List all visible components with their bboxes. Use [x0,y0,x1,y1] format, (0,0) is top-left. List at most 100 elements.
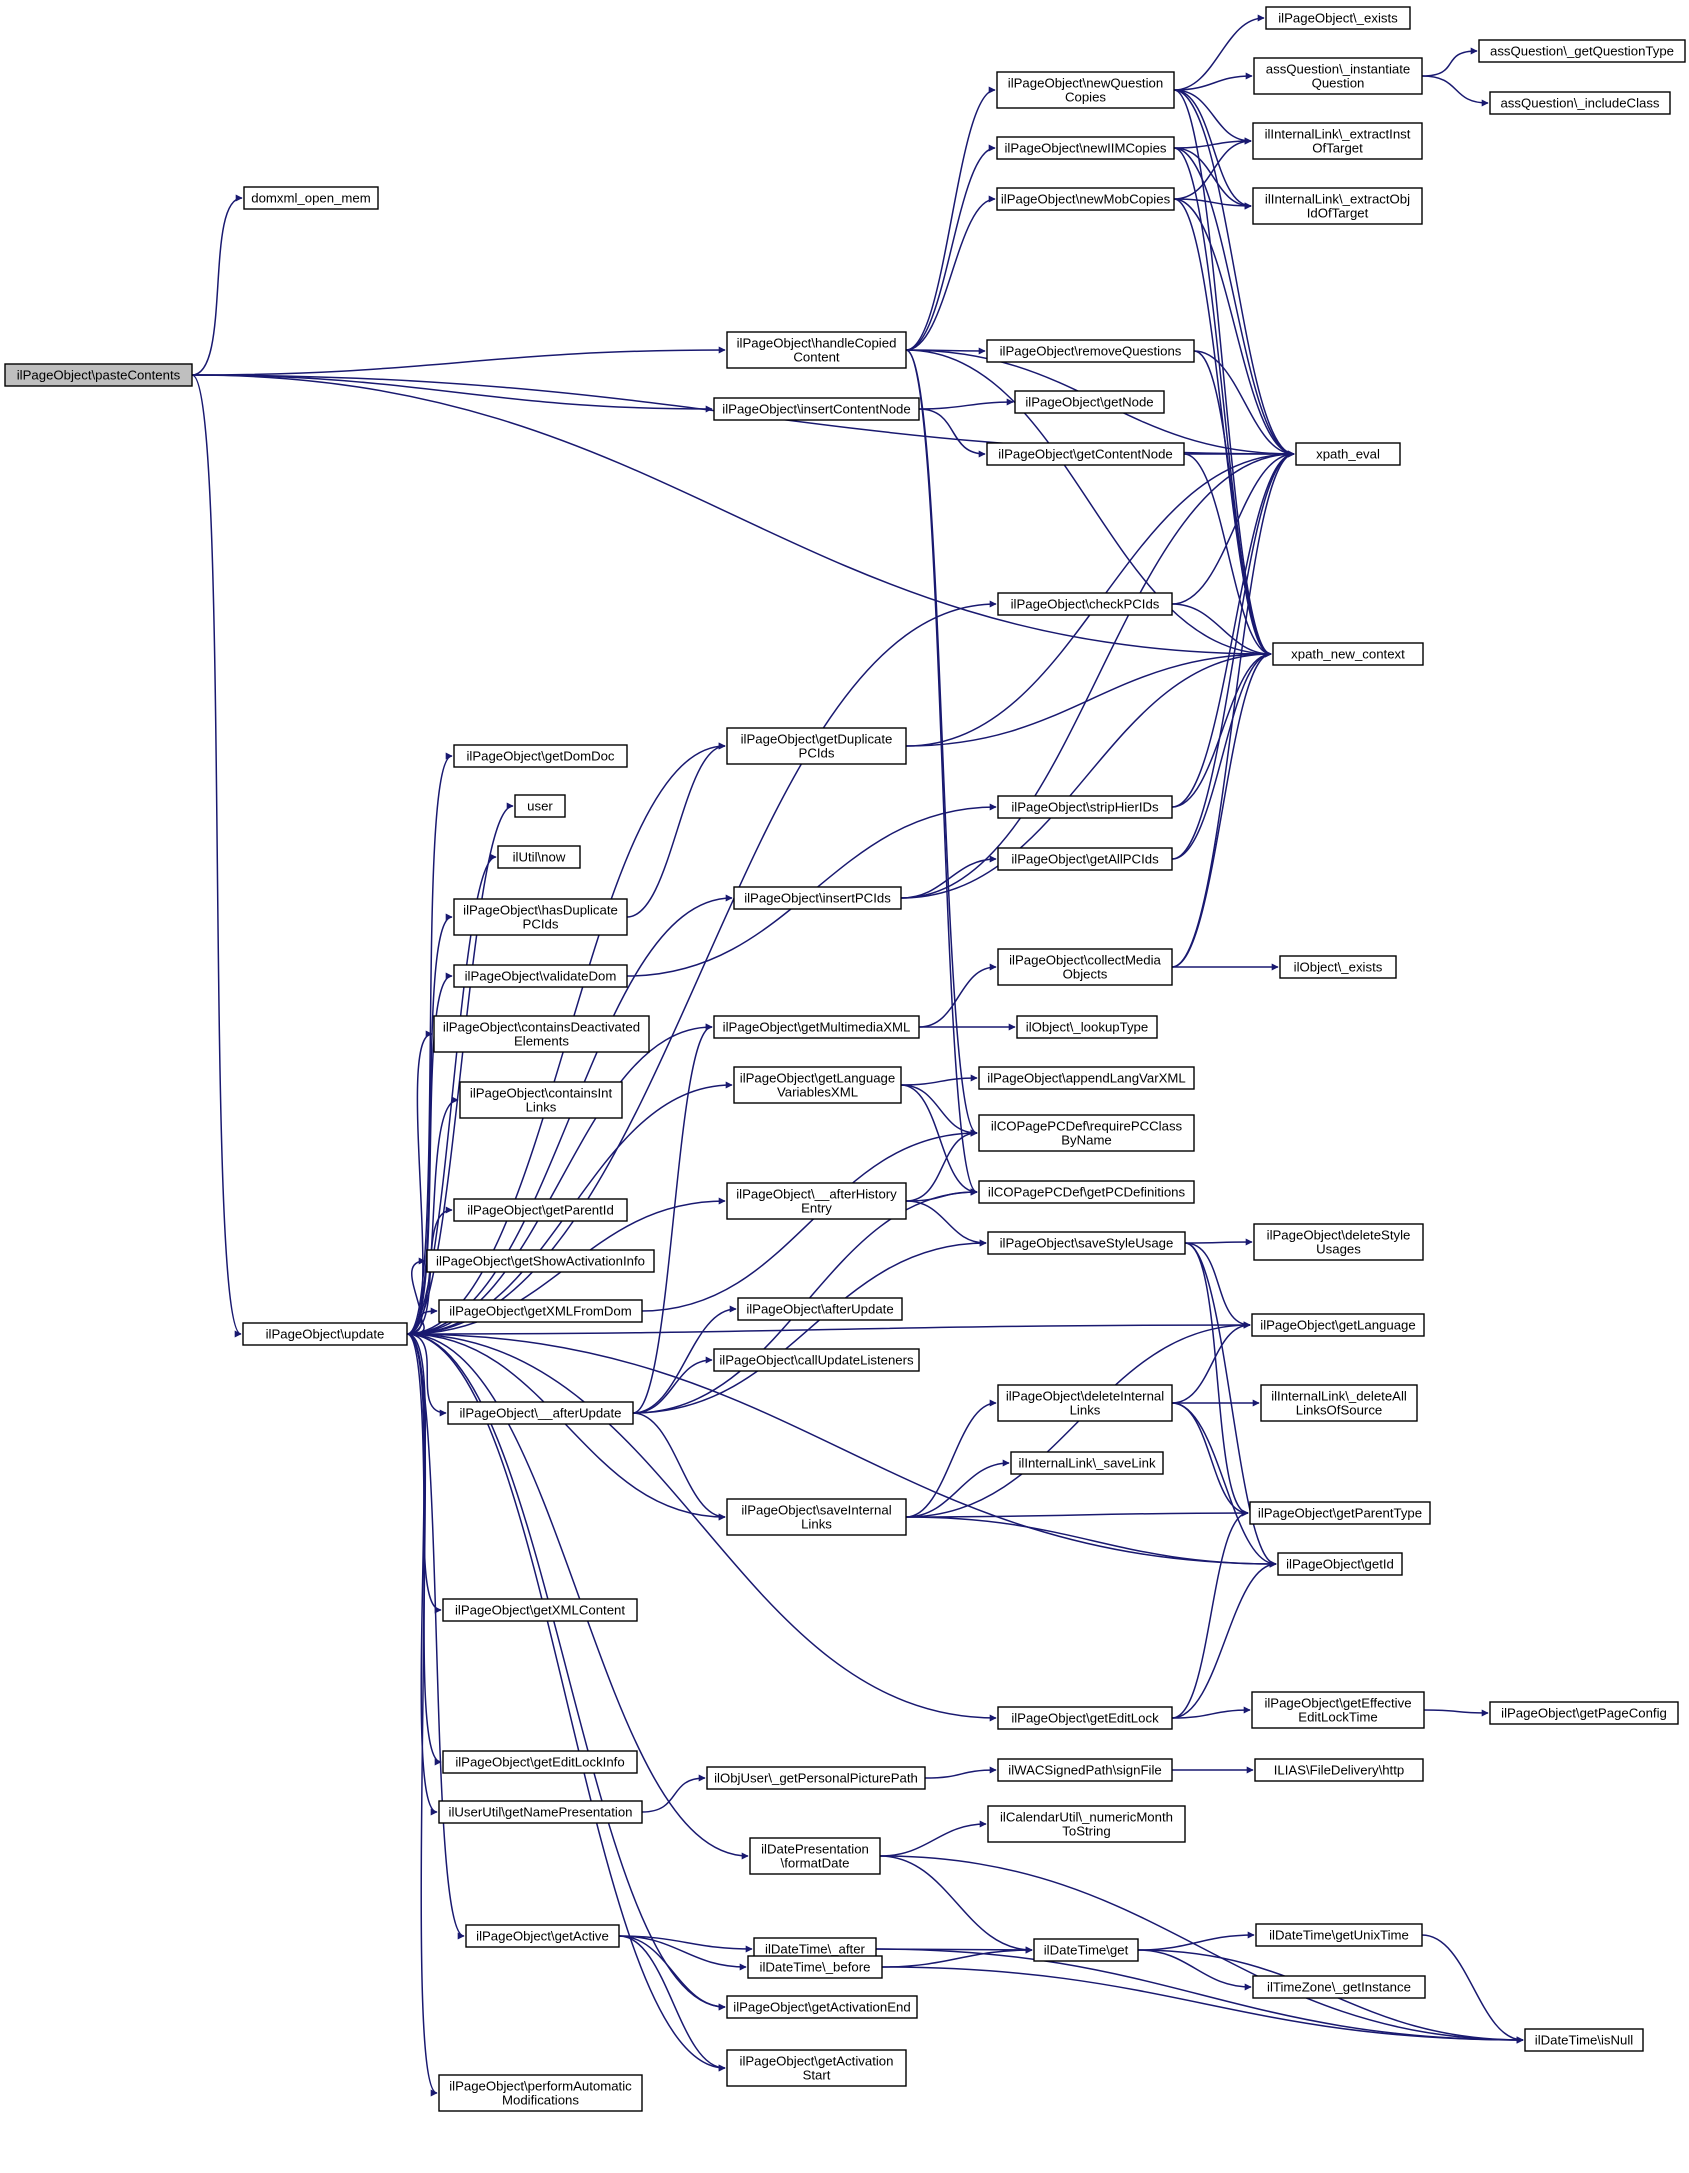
edge-ass-instantiate-to-ass-include [1421,75,1489,107]
node-new-iimcopies[interactable]: ilPageObject\newIIMCopies [996,136,1175,160]
edge-get-multimedia-xml-to-collect-media [918,963,997,1028]
node-new-mob-copies[interactable]: ilPageObject\newMobCopies [996,187,1175,211]
edge-update-to-format-date [406,1333,749,1860]
node-box [1253,1223,1424,1261]
node-box [1260,1384,1418,1422]
node-insert-pcids[interactable]: ilPageObject\insertPCIds [733,886,902,910]
node-lookup-type[interactable]: ilObject\_lookupType [1016,1015,1158,1039]
node-xpath-eval[interactable]: xpath_eval [1295,442,1401,466]
node-label: ilPageObject\containsDeactivated [443,1020,640,1035]
node-box [749,1837,881,1875]
node-get-xmlfrom-dom[interactable]: ilPageObject\getXMLFromDom [438,1299,643,1323]
node-get-active[interactable]: ilPageObject\getActive [465,1924,620,1948]
node-get-multimedia-xml[interactable]: ilPageObject\getMultimediaXML [713,1015,920,1039]
node-label: ilPageObject\getId [1286,1557,1394,1572]
edge-new-question-copies-to-extract-obj [1173,89,1252,210]
node-remove-questions[interactable]: ilPageObject\removeQuestions [986,339,1195,363]
node-get-dom-doc[interactable]: ilPageObject\getDomDoc [453,744,628,768]
node-append-lang-var[interactable]: ilPageObject\appendLangVarXML [978,1066,1195,1090]
node-get-act-end[interactable]: ilPageObject\getActivationEnd [726,1995,918,2019]
edge-check-pcids-to-xpath-new [1171,603,1272,658]
node-po-exists[interactable]: ilPageObject\_exists [1265,6,1411,30]
node-ass-include[interactable]: assQuestion\_includeClass [1489,91,1671,115]
node-format-date[interactable]: ilDatePresentation\formatDate [749,1837,881,1875]
node-get-pcdefs[interactable]: ilCOPagePCDef\getPCDefinitions [978,1180,1195,1204]
node-ass-get-qtype[interactable]: assQuestion\_getQuestionType [1478,39,1686,63]
node-box [996,187,1175,211]
edge-strip-hier-ids-to-xpath-eval [1171,450,1295,808]
node-get-language[interactable]: ilPageObject\getLanguage [1251,1313,1425,1337]
edge-update-to-contains-deact [406,1030,433,1335]
node-get-show-act[interactable]: ilPageObject\getShowActivationInfo [426,1249,655,1273]
node-get-node[interactable]: ilPageObject\getNode [1014,390,1165,414]
node-dt-before[interactable]: ilDateTime\_before [747,1955,883,1979]
node-get-parent-id[interactable]: ilPageObject\getParentId [453,1198,628,1222]
node-update[interactable]: ilPageObject\update [242,1322,408,1346]
node-save-style-usage[interactable]: ilPageObject\saveStyleUsage [987,1231,1186,1255]
node-user[interactable]: user [514,794,566,818]
node-domxml[interactable]: domxml_open_mem [243,186,379,210]
node-box [726,331,907,369]
node-label: IdOfTarget [1307,206,1369,221]
node-dt-unix[interactable]: ilDateTime\getUnixTime [1255,1923,1423,1947]
node-after-update[interactable]: ilPageObject\afterUpdate [737,1297,903,1321]
node-check-pcids[interactable]: ilPageObject\checkPCIds [997,592,1173,616]
node-insert-content-node[interactable]: ilPageObject\insertContentNode [713,397,920,421]
node-box [465,1924,620,1948]
node-strip-hier-ids[interactable]: ilPageObject\stripHierIDs [997,795,1173,819]
node-label: ilPageObject\getDomDoc [466,749,614,764]
node-call-update-listeners[interactable]: ilPageObject\callUpdateListeners [713,1348,920,1372]
node-util-now[interactable]: ilUtil\now [497,845,581,869]
node-get-id[interactable]: ilPageObject\getId [1277,1552,1403,1576]
node-get-parent-type[interactable]: ilPageObject\getParentType [1249,1501,1431,1525]
node-after-update-priv[interactable]: ilPageObject\__afterUpdate [447,1401,634,1425]
node-xpath-new[interactable]: xpath_new_context [1272,642,1424,666]
node-file-delivery[interactable]: ILIAS\FileDelivery\http [1254,1758,1424,1782]
node-get-all-pcids[interactable]: ilPageObject\getAllPCIds [997,847,1173,871]
node-get-xmlcontent[interactable]: ilPageObject\getXMLContent [442,1598,638,1622]
node-get-page-config[interactable]: ilPageObject\getPageConfig [1489,1701,1679,1725]
node-dt-is-null[interactable]: ilDateTime\isNull [1524,2028,1644,2052]
node-obj-exists[interactable]: ilObject\_exists [1279,955,1397,979]
node-paste-contents[interactable]: ilPageObject\pasteContents [4,363,193,387]
node-label: ilPageObject\removeQuestions [1000,344,1182,359]
node-label: ilPageObject\handleCopied [737,336,897,351]
node-get-personal-pic[interactable]: ilObjUser\_getPersonalPicturePath [706,1766,926,1790]
node-dt-get[interactable]: ilDateTime\get [1033,1938,1139,1962]
node-box [733,886,902,910]
edge-new-mob-copies-to-extract-inst [1173,137,1252,200]
node-save-link[interactable]: ilInternalLink\_saveLink [1010,1451,1164,1475]
node-box [733,1066,902,1104]
node-get-content-node[interactable]: ilPageObject\getContentNode [986,442,1185,466]
node-sign-file[interactable]: ilWACSignedPath\signFile [997,1758,1173,1782]
node-get-name-pres[interactable]: ilUserUtil\getNamePresentation [438,1800,643,1824]
node-validate-dom[interactable]: ilPageObject\validateDom [453,964,628,988]
node-perform-auto[interactable]: ilPageObject\performAutomaticModificatio… [438,2074,643,2112]
node-tz-instance[interactable]: ilTimeZone\_getInstance [1252,1975,1426,1999]
node-label: ilPageObject\newMobCopies [1001,192,1171,207]
node-get-edit-lock[interactable]: ilPageObject\getEditLock [997,1706,1173,1730]
node-get-edit-lock-info[interactable]: ilPageObject\getEditLockInfo [442,1750,638,1774]
node-box [433,1015,650,1053]
edge-new-question-copies-to-extract-inst [1173,89,1252,145]
